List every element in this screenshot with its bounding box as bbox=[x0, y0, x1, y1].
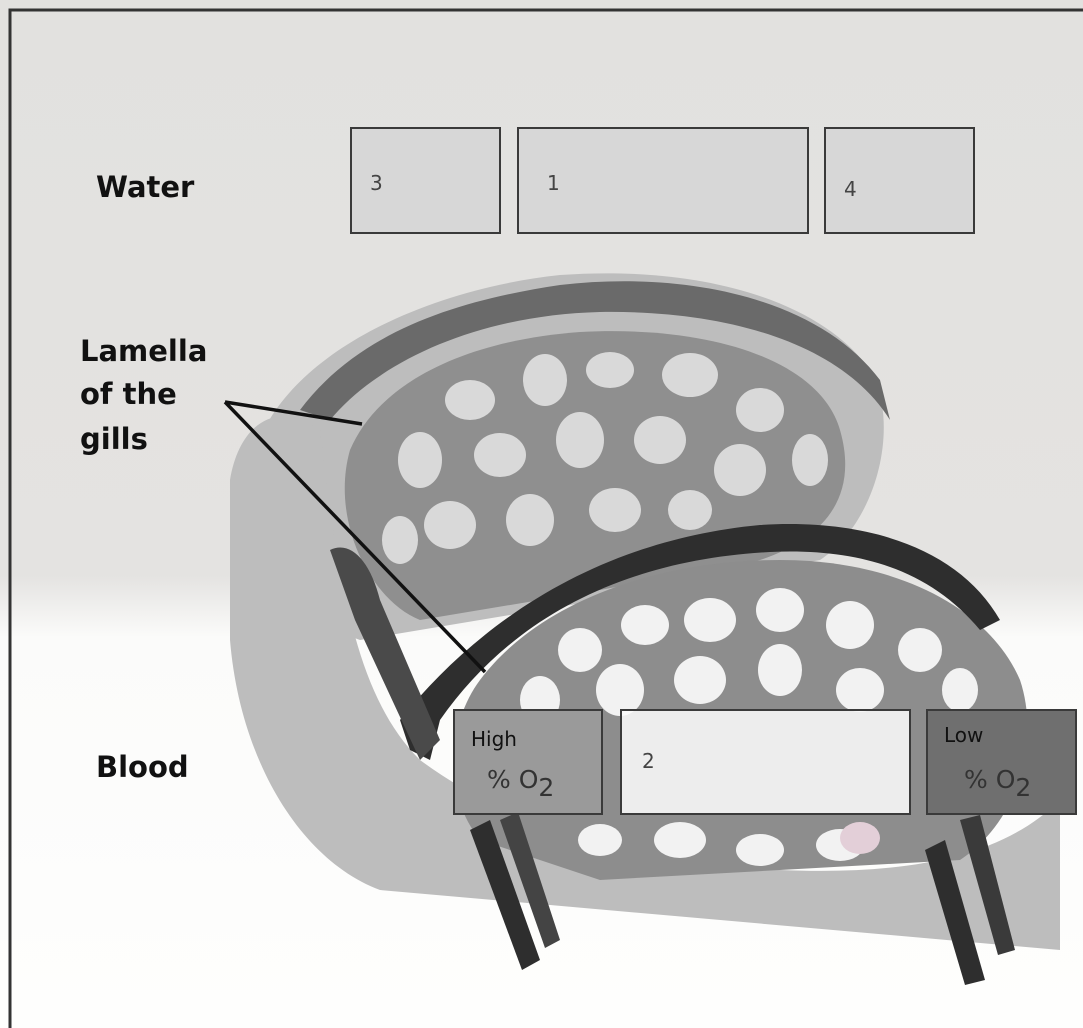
water-box-1: 1 bbox=[517, 127, 809, 234]
water-box-3: 3 bbox=[350, 127, 501, 234]
lamella-label-line2: of the bbox=[80, 375, 177, 413]
blood-box-low-o2: % O2 bbox=[964, 765, 1031, 802]
blood-box-low-o2-subscript: 2 bbox=[1015, 773, 1031, 802]
pink-cell bbox=[840, 822, 880, 854]
blood-box-high-label: High bbox=[471, 727, 517, 751]
blood-box-2: 2 bbox=[620, 709, 911, 815]
blood-box-high-o2-subscript: 2 bbox=[538, 773, 554, 802]
blood-label: Blood bbox=[96, 748, 189, 786]
blood-box-low-o2-text: % O bbox=[964, 765, 1015, 794]
water-box-4: 4 bbox=[824, 127, 975, 234]
blood-box-low: Low % O2 bbox=[926, 709, 1077, 815]
blood-box-2-number: 2 bbox=[642, 749, 655, 773]
water-label: Water bbox=[96, 168, 194, 206]
blood-box-low-label: Low bbox=[944, 723, 983, 747]
blood-box-high-o2-text: % O bbox=[487, 765, 538, 794]
lamella-label-line3: gills bbox=[80, 420, 148, 458]
water-box-4-number: 4 bbox=[844, 177, 857, 201]
lamella-label-line1: Lamella bbox=[80, 332, 207, 370]
blood-box-high-o2: % O2 bbox=[487, 765, 554, 802]
water-box-3-number: 3 bbox=[370, 171, 383, 195]
blood-box-high: High % O2 bbox=[453, 709, 603, 815]
water-box-1-number: 1 bbox=[547, 171, 560, 195]
